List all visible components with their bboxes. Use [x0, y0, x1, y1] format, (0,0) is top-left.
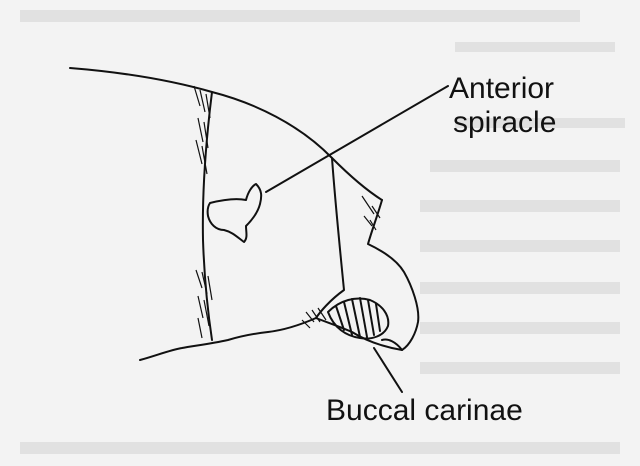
anterior-spiracle-label: Anterior spiracle: [449, 72, 556, 140]
buccal-carinae-label: Buccal carinae: [326, 394, 523, 428]
head-outline: [368, 200, 418, 350]
anterior-spiracle-label-line1: Anterior: [449, 72, 556, 106]
buccal-carinae-leader: [374, 348, 402, 392]
anterior-spiracle-leader: [266, 86, 448, 192]
anterior-spiracle: [208, 184, 262, 242]
body-outline-top: [70, 68, 382, 200]
anterior-spiracle-label-line2: spiracle: [449, 106, 556, 140]
segment-groove-2: [316, 158, 344, 318]
